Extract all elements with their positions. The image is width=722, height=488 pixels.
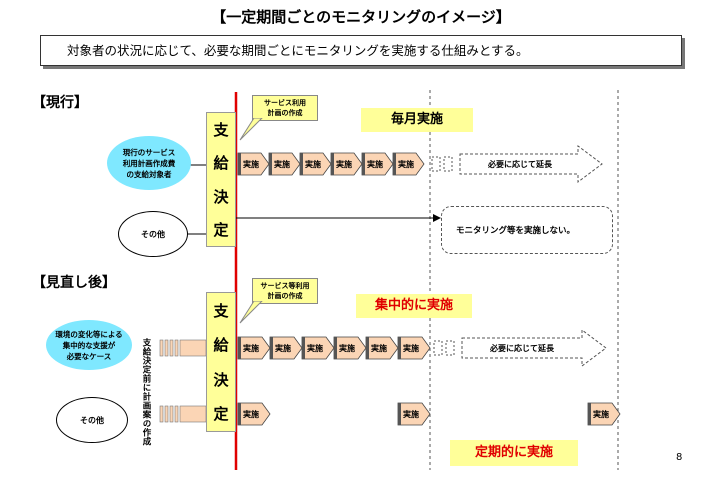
pre-plan-stub: [169, 339, 174, 357]
chevron-label: 実施: [336, 159, 352, 169]
pending-box: [443, 156, 453, 172]
chevron-label: 実施: [243, 343, 259, 353]
group-revised-other: その他: [56, 397, 128, 443]
chevron-marker: [331, 153, 334, 175]
group-label-line: 現行のサービス: [122, 147, 176, 157]
group-label-line: 必要なケース: [66, 351, 112, 361]
pre-plan-stub: [159, 339, 164, 357]
decision-box-revised: 支 給 決 定: [206, 292, 236, 432]
chevron-marker: [302, 337, 305, 359]
pre-plan-stub: [164, 405, 169, 423]
decision-char: 定: [213, 220, 229, 239]
group-current-target: 現行のサービス 利用計画作成費 の支給対象者: [107, 136, 191, 190]
chevron-marker: [300, 153, 303, 175]
chevron-marker: [398, 337, 401, 359]
group-label: その他: [80, 415, 104, 425]
chevron-label: 実施: [339, 343, 355, 353]
chevron-label: 実施: [274, 159, 290, 169]
callout-current: サービス利用 計画の作成: [252, 95, 318, 121]
page-title: 【一定期間ごとのモニタリングのイメージ】: [211, 8, 511, 26]
chevron-label: 実施: [593, 409, 609, 419]
callout-line: サービス利用: [264, 99, 306, 107]
decision-char: 決: [213, 370, 229, 389]
decision-box-current: 支 給 決 定: [206, 112, 236, 247]
chevron-label: 実施: [371, 343, 387, 353]
extend-arrow: [461, 329, 607, 367]
chevron-marker: [238, 153, 241, 175]
chevron-label: 実施: [305, 159, 321, 169]
chevron-label: 実施: [243, 409, 259, 419]
callout-line: 計画の作成: [267, 109, 303, 117]
badge-monthly: 毎月実施: [361, 108, 473, 132]
section-label-revised: 【見直し後】: [32, 275, 116, 291]
chevron-row-revised-other: 実施 実施 実施: [237, 402, 621, 426]
chevron-label: 実施: [398, 159, 414, 169]
callout-line: サービス等利用: [260, 282, 310, 290]
group-label-line: 集中的な支援が: [62, 340, 116, 350]
chevron-marker: [269, 153, 272, 175]
group-label-line: 利用計画作成費: [122, 158, 176, 168]
pre-plan-stub: [164, 339, 169, 357]
chevron-row-revised: 実施 実施 実施 実施 実施 実施 必要に応じて延長: [237, 329, 607, 367]
chevron-label: 実施: [403, 409, 419, 419]
callout-pointer: [239, 301, 263, 324]
chevron-label: 実施: [367, 159, 383, 169]
chevron-label: 実施: [275, 343, 291, 353]
pre-plan-note: 支給決定前に計画案の作成: [141, 338, 151, 446]
pre-plan-stub: [174, 339, 179, 357]
callout-line: 計画の作成: [267, 292, 303, 300]
group-label: その他: [141, 229, 165, 239]
decision-char: 決: [213, 187, 229, 206]
chevron-label: 実施: [403, 343, 419, 353]
chevron-marker: [398, 403, 401, 425]
no-monitoring-box: モニタリング等を実施しない。: [441, 206, 613, 254]
pending-box: [431, 156, 441, 172]
chevron-label: 実施: [307, 343, 323, 353]
decision-char: 給: [213, 154, 229, 173]
chevron-marker: [366, 337, 369, 359]
badge-regular: 定期的に実施: [450, 440, 578, 466]
decision-char: 支: [213, 121, 229, 140]
pre-plan-stub: [169, 405, 174, 423]
group-current-other: その他: [118, 211, 188, 257]
chevron-label: 実施: [243, 159, 259, 169]
group-revised-focus: 環境の変化等による 集中的な支援が 必要なケース: [46, 320, 132, 370]
chevron-marker: [393, 153, 396, 175]
section-label-current: 【現行】: [32, 95, 88, 111]
pending-box: [433, 340, 443, 356]
pre-plan-bar: [179, 405, 207, 423]
callout-revised: サービス等利用 計画の作成: [252, 278, 318, 304]
decision-char: 定: [213, 405, 229, 424]
chevron-marker: [238, 403, 241, 425]
pre-plan-bar: [179, 339, 207, 357]
pre-plan-stub: [174, 405, 179, 423]
group-label-line: 環境の変化等による: [55, 329, 123, 339]
chevron-marker: [270, 337, 273, 359]
pre-plan-stub: [159, 405, 164, 423]
decision-char: 支: [213, 301, 229, 320]
chevron-marker: [588, 403, 591, 425]
page-number: 8: [676, 452, 683, 463]
chevron-marker: [334, 337, 337, 359]
decision-char: 給: [213, 336, 229, 355]
pending-box: [445, 340, 455, 356]
badge-focused: 集中的に実施: [356, 294, 472, 318]
chevron-marker: [362, 153, 365, 175]
extend-arrow: [459, 145, 603, 183]
pre-plan-stubs: [159, 339, 207, 423]
chevron-row-current: 実施 実施 実施 実施 実施 実施 必要に応じて延長: [237, 145, 603, 183]
summary-box: 対象者の状況に応じて、必要な期間ごとにモニタリングを実施する仕組みとする。: [40, 35, 682, 66]
extend-label: 必要に応じて延長: [487, 159, 553, 169]
group-label-line: の支給対象者: [126, 169, 172, 179]
extend-label: 必要に応じて延長: [489, 343, 555, 353]
chevron-marker: [238, 337, 241, 359]
callout-pointer: [239, 118, 263, 141]
